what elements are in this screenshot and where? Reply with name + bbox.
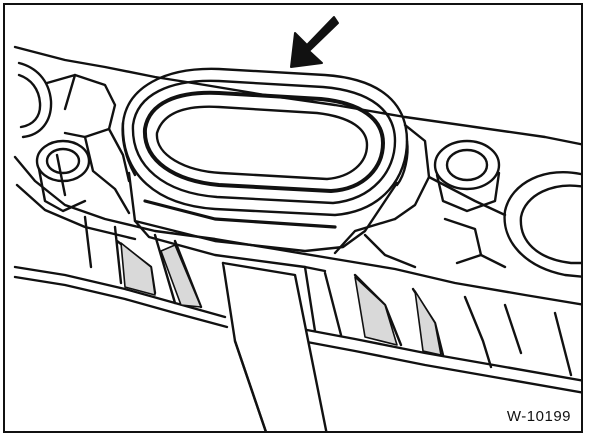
figure-code: W-10199 [506,408,571,425]
web-shading [120,242,442,356]
manifold-flange [13,45,581,306]
diagram-frame: W-10199 [3,3,583,433]
bolt-boss-right [433,139,501,213]
intake-gasket-seal [121,67,409,273]
scraper-tool [221,261,328,431]
manifold-illustration [13,16,581,431]
arrow-down-left-icon [290,16,339,68]
bolt-boss-left [35,139,91,213]
